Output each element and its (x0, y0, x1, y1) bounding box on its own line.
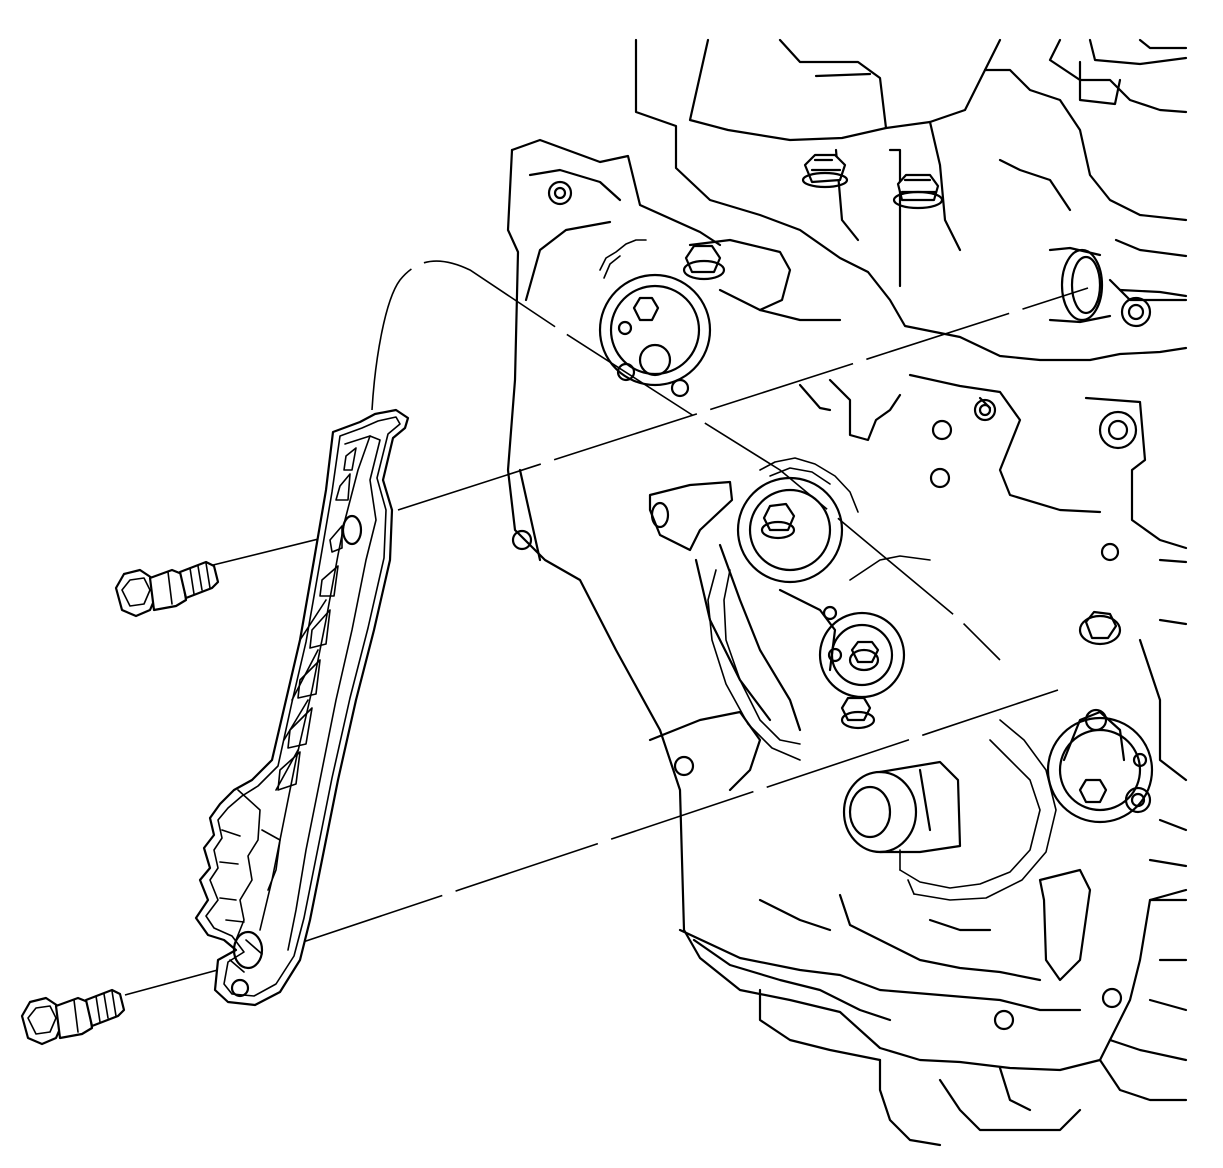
head-bolt-2 (892, 173, 944, 210)
bracket-bolt (682, 244, 726, 281)
lower-guide-bolt (20, 988, 126, 1046)
idler-sprocket (778, 588, 906, 699)
tensioner-bolt (1078, 610, 1122, 646)
upper-guide-bolt (114, 560, 220, 618)
head-bolt-1 (801, 153, 849, 189)
engine-block (506, 38, 1188, 1147)
upper-cam-sprocket (598, 239, 712, 398)
exhaust-cam-sprocket (1046, 708, 1154, 824)
timing-chain-guide (194, 408, 410, 1007)
timing-chain (707, 555, 1057, 901)
crank-nose-bore (842, 760, 962, 854)
lower-block-bolt (840, 696, 876, 730)
intake-cam-sprocket (736, 457, 859, 584)
